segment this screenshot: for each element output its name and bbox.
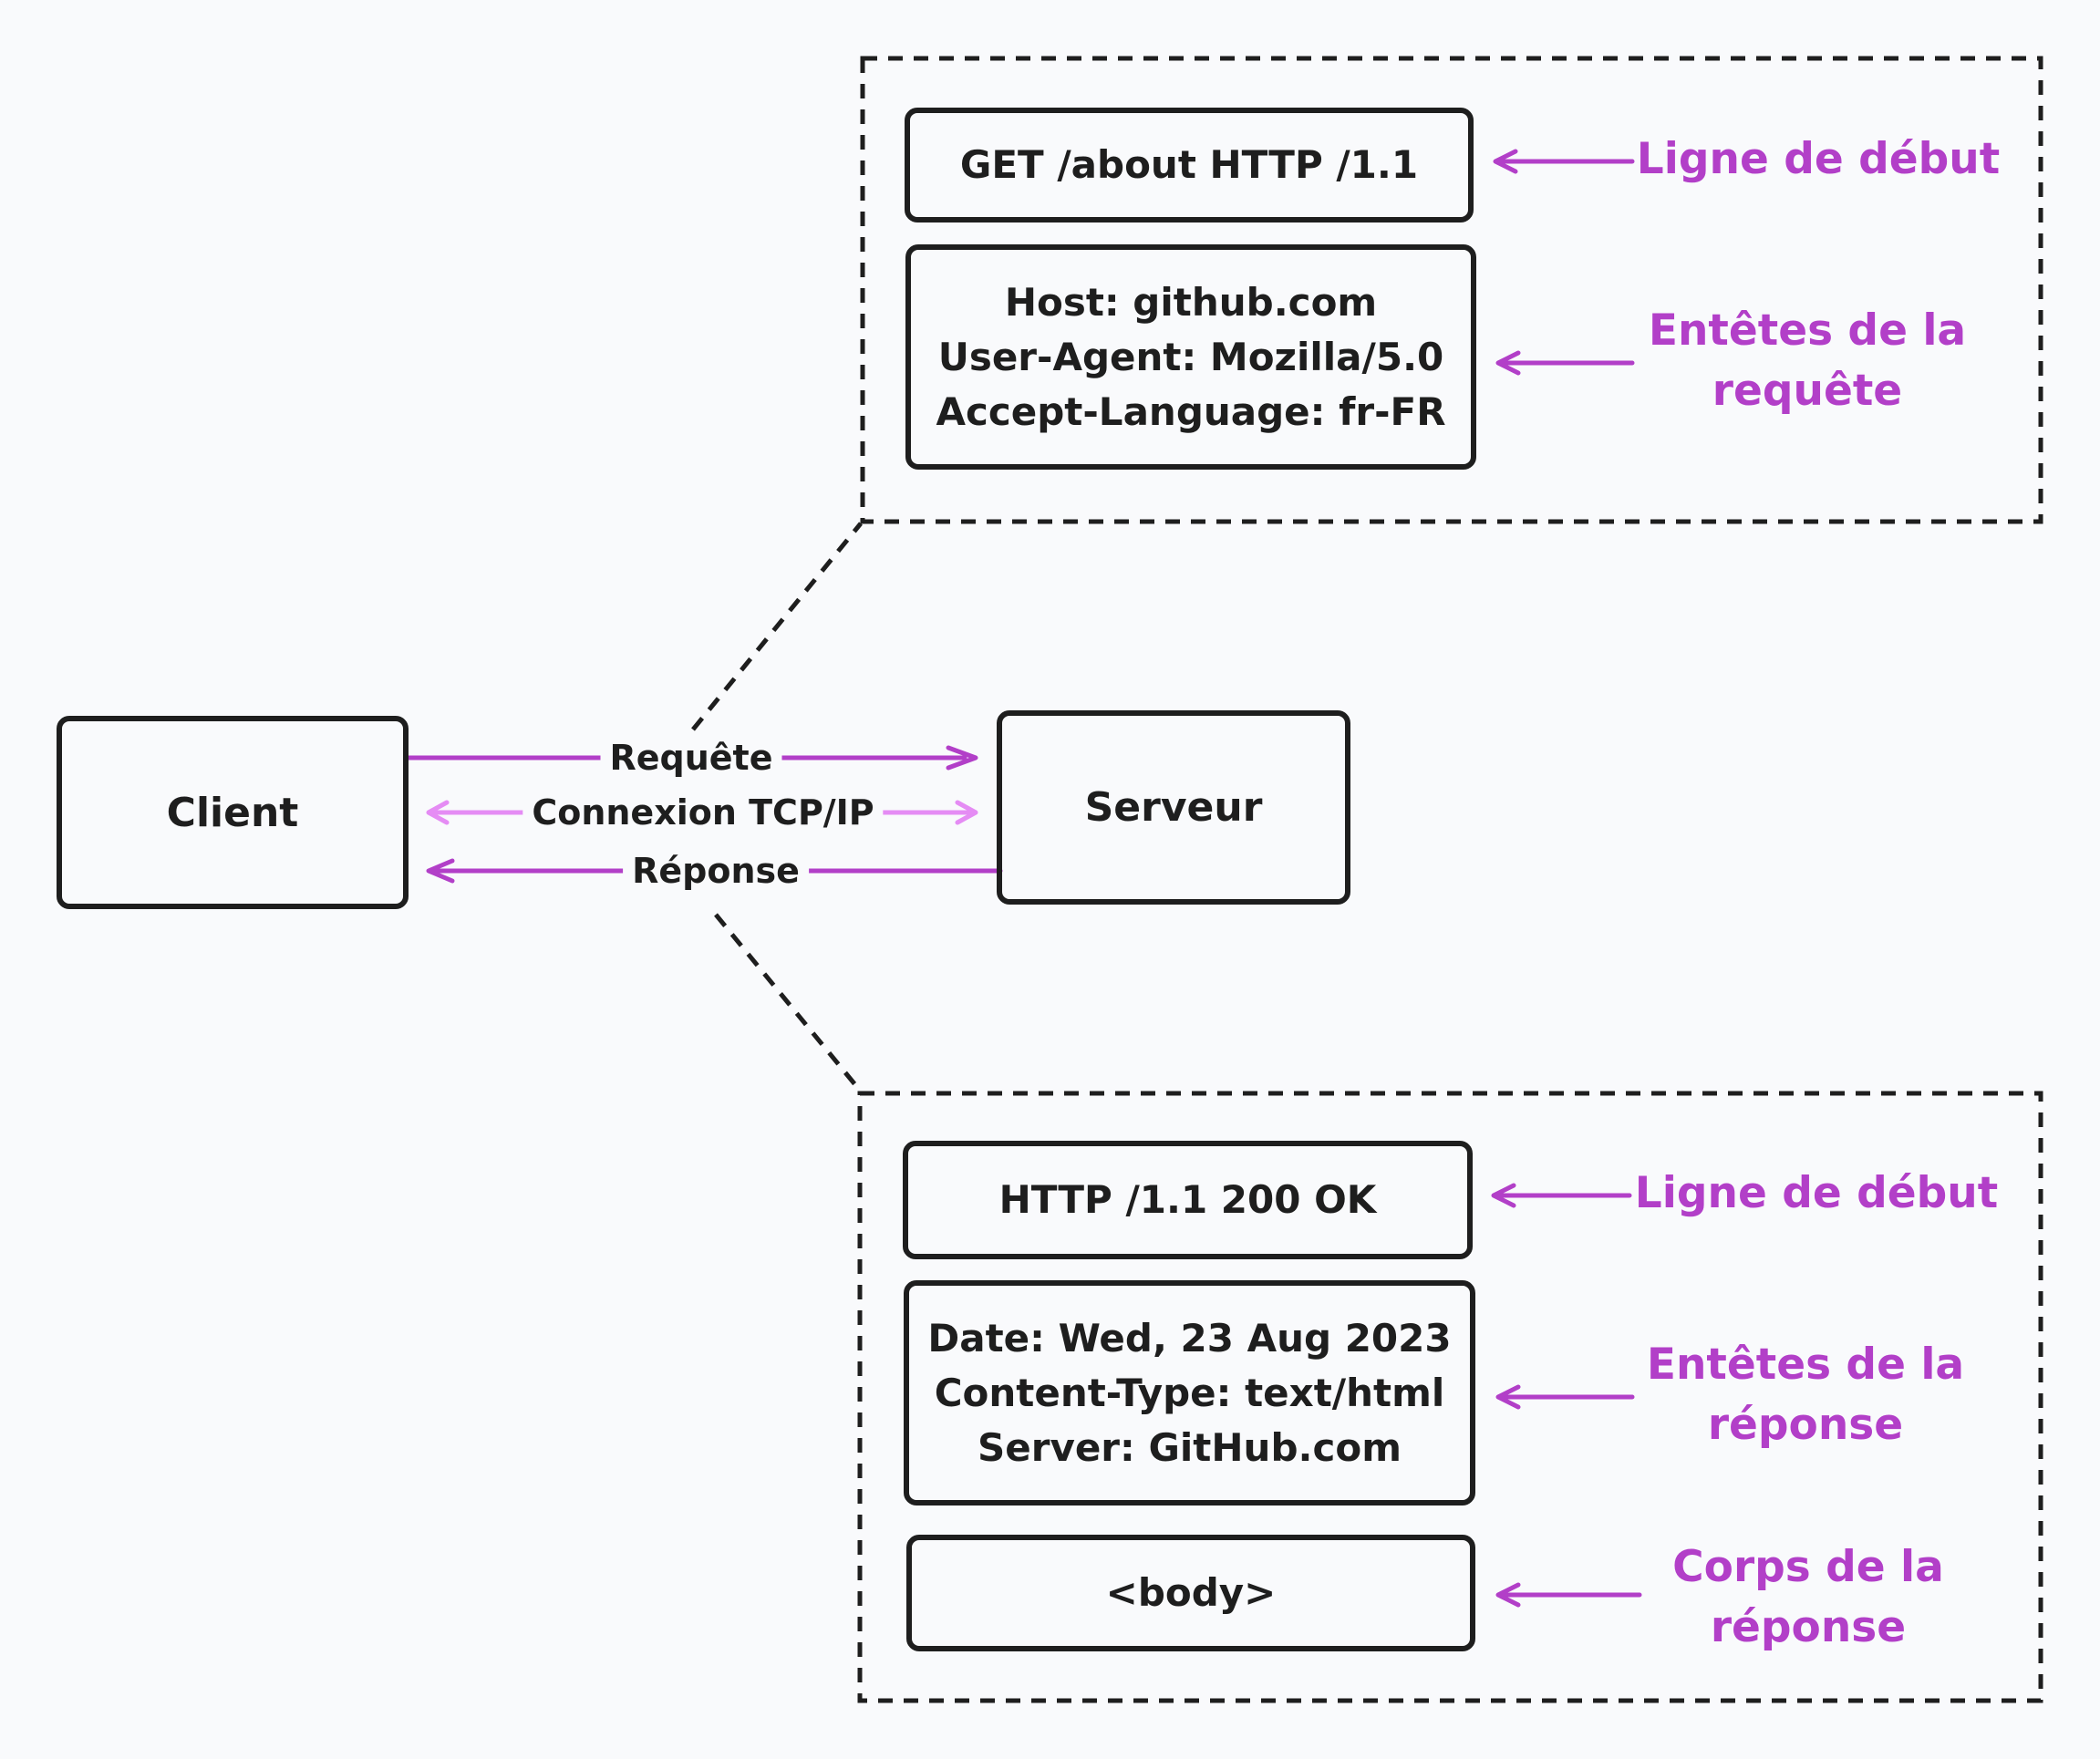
request-headers-box: Host: github.com User-Agent: Mozilla/5.0… <box>905 244 1476 470</box>
request-header-line: User-Agent: Mozilla/5.0 <box>937 334 1444 379</box>
request-arrow-label: Requête <box>600 738 782 778</box>
response-header-line: Date: Wed, 23 Aug 2023 <box>927 1315 1452 1361</box>
request-header-line: Accept-Language: fr-FR <box>936 388 1446 434</box>
request-leader-line <box>691 522 863 731</box>
response-start-line: HTTP /1.1 200 OK <box>998 1177 1377 1222</box>
callout-arrow-response-start <box>1491 1183 1632 1208</box>
response-arrow-label: Réponse <box>623 851 809 891</box>
response-leader-line <box>714 913 863 1093</box>
response-body-box: <body> <box>906 1535 1475 1651</box>
callout-arrow-request-headers <box>1495 350 1635 376</box>
request-header-line: Host: github.com <box>1004 279 1378 325</box>
server-node: Serveur <box>997 710 1350 905</box>
request-headers-label: Entêtes de la requête <box>1648 305 1967 416</box>
request-start-line-label: Ligne de début <box>1636 134 2001 184</box>
response-message-frame <box>857 1091 2043 1703</box>
callout-arrow-response-headers <box>1495 1384 1635 1410</box>
client-node: Client <box>57 716 409 909</box>
response-header-line: Content-Type: text/html <box>934 1370 1445 1415</box>
client-label: Client <box>166 789 299 836</box>
response-start-line-label: Ligne de début <box>1634 1168 1999 1218</box>
server-label: Serveur <box>1084 784 1263 831</box>
callout-arrow-response-body <box>1495 1582 1642 1608</box>
request-message-frame <box>860 56 2043 524</box>
response-header-line: Server: GitHub.com <box>978 1424 1402 1470</box>
callout-arrow-request-start <box>1493 149 1635 174</box>
response-headers-label: Entêtes de la réponse <box>1646 1340 1965 1450</box>
connection-arrow-label: Connexion TCP/IP <box>522 792 884 833</box>
response-headers-box: Date: Wed, 23 Aug 2023 Content-Type: tex… <box>904 1280 1475 1505</box>
request-start-line: GET /about HTTP /1.1 <box>959 142 1419 187</box>
request-start-line-box: GET /about HTTP /1.1 <box>905 108 1474 222</box>
response-body: <body> <box>1105 1570 1277 1615</box>
response-start-line-box: HTTP /1.1 200 OK <box>903 1141 1473 1259</box>
response-body-label: Corps de la réponse <box>1672 1542 1944 1652</box>
